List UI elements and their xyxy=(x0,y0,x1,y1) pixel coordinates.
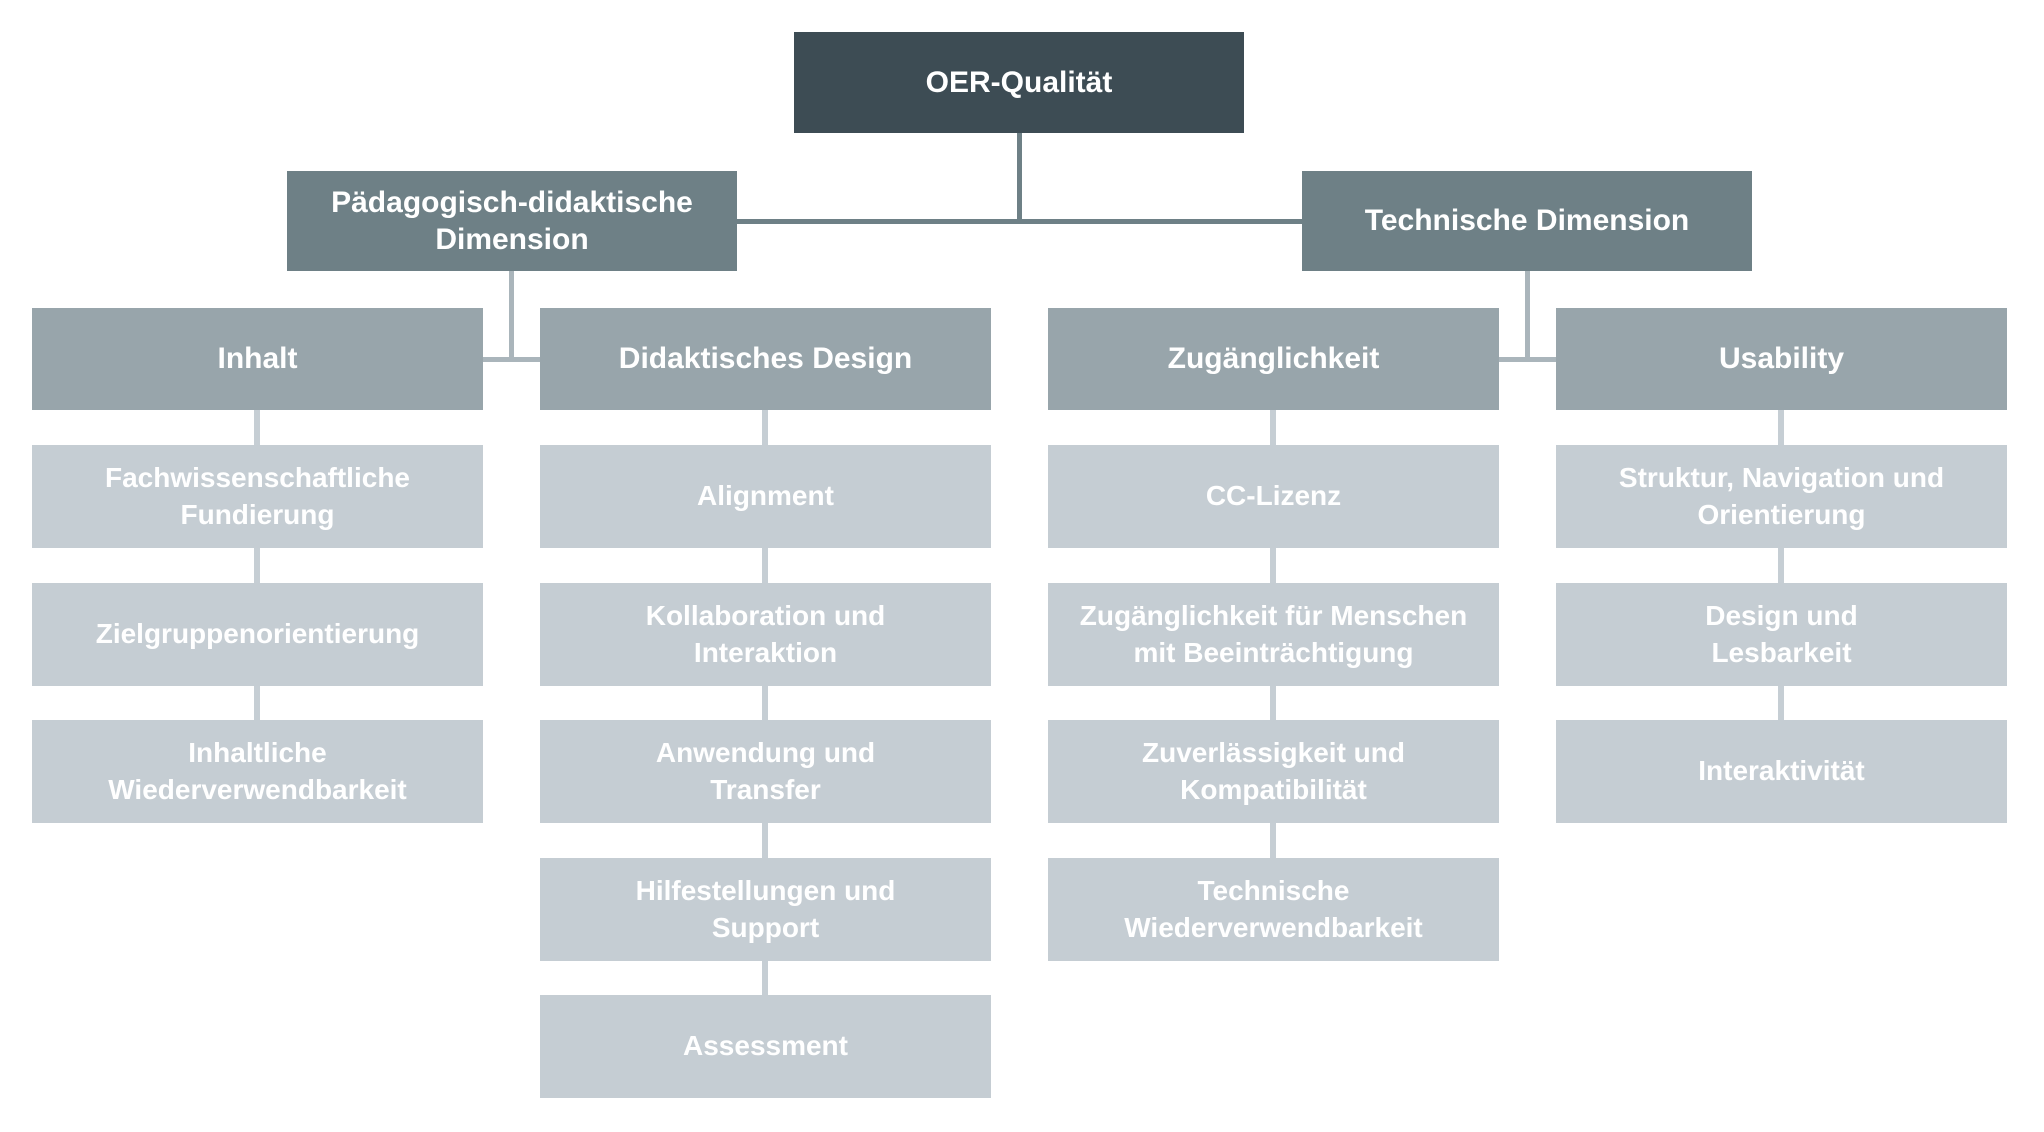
node-technische-wiederverwendbarkeit: Technische Wiederverwendbarkeit xyxy=(1048,858,1499,961)
connector-dimensions-horizontal xyxy=(737,219,1303,224)
node-anwendung-und-transfer: Anwendung und Transfer xyxy=(540,720,991,823)
connector-usability-gap-2 xyxy=(1778,686,1784,720)
node-paedagogisch-didaktische-dimension: Pädagogisch-didaktische Dimension xyxy=(287,171,737,271)
connector-zugaenglichkeit-gap-0 xyxy=(1270,410,1276,445)
node-technische-dimension: Technische Dimension xyxy=(1302,171,1752,271)
connector-inhalt-gap-2 xyxy=(254,686,260,720)
connector-usability-gap-0 xyxy=(1778,410,1784,445)
connector-didaktik-gap-4 xyxy=(762,961,768,995)
connector-paed-horizontal xyxy=(483,357,540,362)
connector-didaktik-gap-1 xyxy=(762,548,768,583)
connector-zugaenglichkeit-gap-2 xyxy=(1270,686,1276,720)
connector-zugaenglichkeit-gap-1 xyxy=(1270,548,1276,583)
node-hilfestellungen-und-support: Hilfestellungen und Support xyxy=(540,858,991,961)
node-zugaenglichkeit-fuer-menschen-mit-beeintraechtigung: Zugänglichkeit für Menschen mit Beeinträ… xyxy=(1048,583,1499,686)
connector-didaktik-gap-3 xyxy=(762,823,768,858)
node-didaktisches-design: Didaktisches Design xyxy=(540,308,991,410)
node-interaktivitaet: Interaktivität xyxy=(1556,720,2007,823)
node-kollaboration-und-interaktion: Kollaboration und Interaktion xyxy=(540,583,991,686)
connector-root-drop xyxy=(1017,133,1022,224)
connector-inhalt-gap-1 xyxy=(254,548,260,583)
node-design-und-lesbarkeit: Design und Lesbarkeit xyxy=(1556,583,2007,686)
node-zielgruppenorientierung: Zielgruppenorientierung xyxy=(32,583,483,686)
node-cc-lizenz: CC-Lizenz xyxy=(1048,445,1499,548)
connector-usability-gap-1 xyxy=(1778,548,1784,583)
node-inhalt: Inhalt xyxy=(32,308,483,410)
connector-zugaenglichkeit-gap-3 xyxy=(1270,823,1276,858)
node-fachwissenschaftliche-fundierung: Fachwissenschaftliche Fundierung xyxy=(32,445,483,548)
node-zugaenglichkeit: Zugänglichkeit xyxy=(1048,308,1499,410)
connector-tech-drop xyxy=(1525,271,1530,362)
node-usability: Usability xyxy=(1556,308,2007,410)
connector-didaktik-gap-2 xyxy=(762,686,768,720)
node-zuverlaessigkeit-und-kompatibilitaet: Zuverlässigkeit und Kompatibilität xyxy=(1048,720,1499,823)
node-struktur-navigation-und-orientierung: Struktur, Navigation und Orientierung xyxy=(1556,445,2007,548)
connector-tech-horizontal xyxy=(1499,357,1556,362)
connector-didaktik-gap-0 xyxy=(762,410,768,445)
node-alignment: Alignment xyxy=(540,445,991,548)
node-oer-qualitaet: OER-Qualität xyxy=(794,32,1244,133)
connector-inhalt-gap-0 xyxy=(254,410,260,445)
node-assessment: Assessment xyxy=(540,995,991,1098)
connector-paed-drop xyxy=(509,271,514,362)
node-inhaltliche-wiederverwendbarkeit: Inhaltliche Wiederverwendbarkeit xyxy=(32,720,483,823)
